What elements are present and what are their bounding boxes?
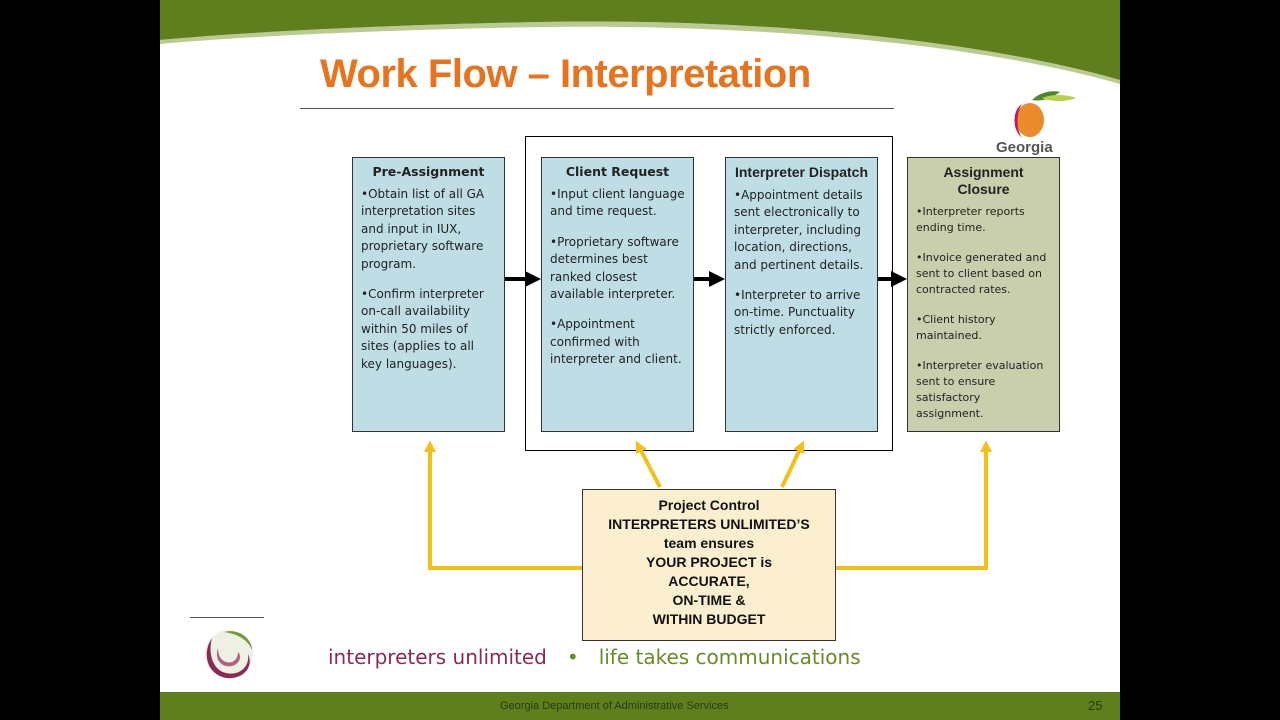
footer-text: Georgia Department of Administrative Ser… <box>500 700 729 712</box>
stage-bullet: •Interpreter reports ending time. <box>916 205 1025 234</box>
tagline-brand: interpreters unlimited <box>328 645 547 669</box>
stage-title: Client Request <box>565 164 670 179</box>
tagline-slogan: life takes communications <box>598 645 861 669</box>
arrow-control-to-client <box>635 440 662 488</box>
control-line: team ensures <box>663 535 755 551</box>
control-line: ACCURATE, <box>668 573 750 589</box>
stage-pre-assignment: Pre-Assignment •Obtain list of all GA in… <box>352 157 505 432</box>
stage-bullet: •Appointment confirmed with interpreter … <box>550 317 682 367</box>
stage-title: Assignment Closure <box>943 164 1024 197</box>
stage-bullet: •Obtain list of all GA interpretation si… <box>361 187 485 271</box>
project-control-box: Project Control INTERPRETERS UNLIMITED’S… <box>582 489 836 641</box>
control-line: YOUR PROJECT is <box>645 554 773 570</box>
stage-title: Pre-Assignment <box>372 164 485 179</box>
arrow-control-to-dispatch <box>780 440 805 488</box>
title-divider <box>300 108 894 109</box>
control-line: Project Control <box>658 497 760 513</box>
footer-bar <box>160 692 1120 720</box>
georgia-logo-text: Georgia <box>996 139 1053 156</box>
stage-bullet: •Invoice generated and sent to client ba… <box>916 251 1047 296</box>
page-number: 25 <box>1088 698 1103 713</box>
arrow-control-to-pre <box>424 440 582 570</box>
stage-assignment-closure: Assignment Closure •Interpreter reports … <box>907 157 1060 432</box>
tagline-separator: • <box>566 645 579 669</box>
control-line: INTERPRETERS UNLIMITED’S <box>608 516 810 532</box>
stage-bullet: •Interpreter to arrive on-time. Punctual… <box>734 288 861 337</box>
georgia-peach-logo-icon <box>1014 91 1076 138</box>
header-wave <box>160 0 1120 85</box>
stage-bullet: •Interpreter evaluation sent to ensure s… <box>916 359 1044 420</box>
stage-bullet: •Client history maintained. <box>916 313 996 342</box>
stage-interpreter-dispatch: Interpreter Dispatch •Appointment detail… <box>725 157 878 432</box>
slide: Work Flow – Interpretation Georgia Pre-A… <box>160 0 1120 720</box>
tagline: interpreters unlimited • life takes commun… <box>328 645 861 669</box>
logo-divider <box>190 617 264 618</box>
arrow-control-to-closure <box>836 440 992 570</box>
stage-bullet: •Appointment details sent electronically… <box>734 188 864 272</box>
stage-title: Interpreter Dispatch <box>734 164 869 180</box>
stage-bullet: •Input client language and time request. <box>550 187 685 219</box>
control-line: WITHIN BUDGET <box>652 611 766 627</box>
stage-client-request: Client Request •Input client language an… <box>541 157 694 432</box>
stage-bullet: •Proprietary software determines best ra… <box>550 234 679 302</box>
interpreters-unlimited-swirl-logo-icon <box>205 630 253 679</box>
control-line: ON-TIME & <box>672 592 746 608</box>
slide-title: Work Flow – Interpretation <box>320 52 811 96</box>
stage-bullet: •Confirm interpreter on-call availabilit… <box>361 287 484 371</box>
